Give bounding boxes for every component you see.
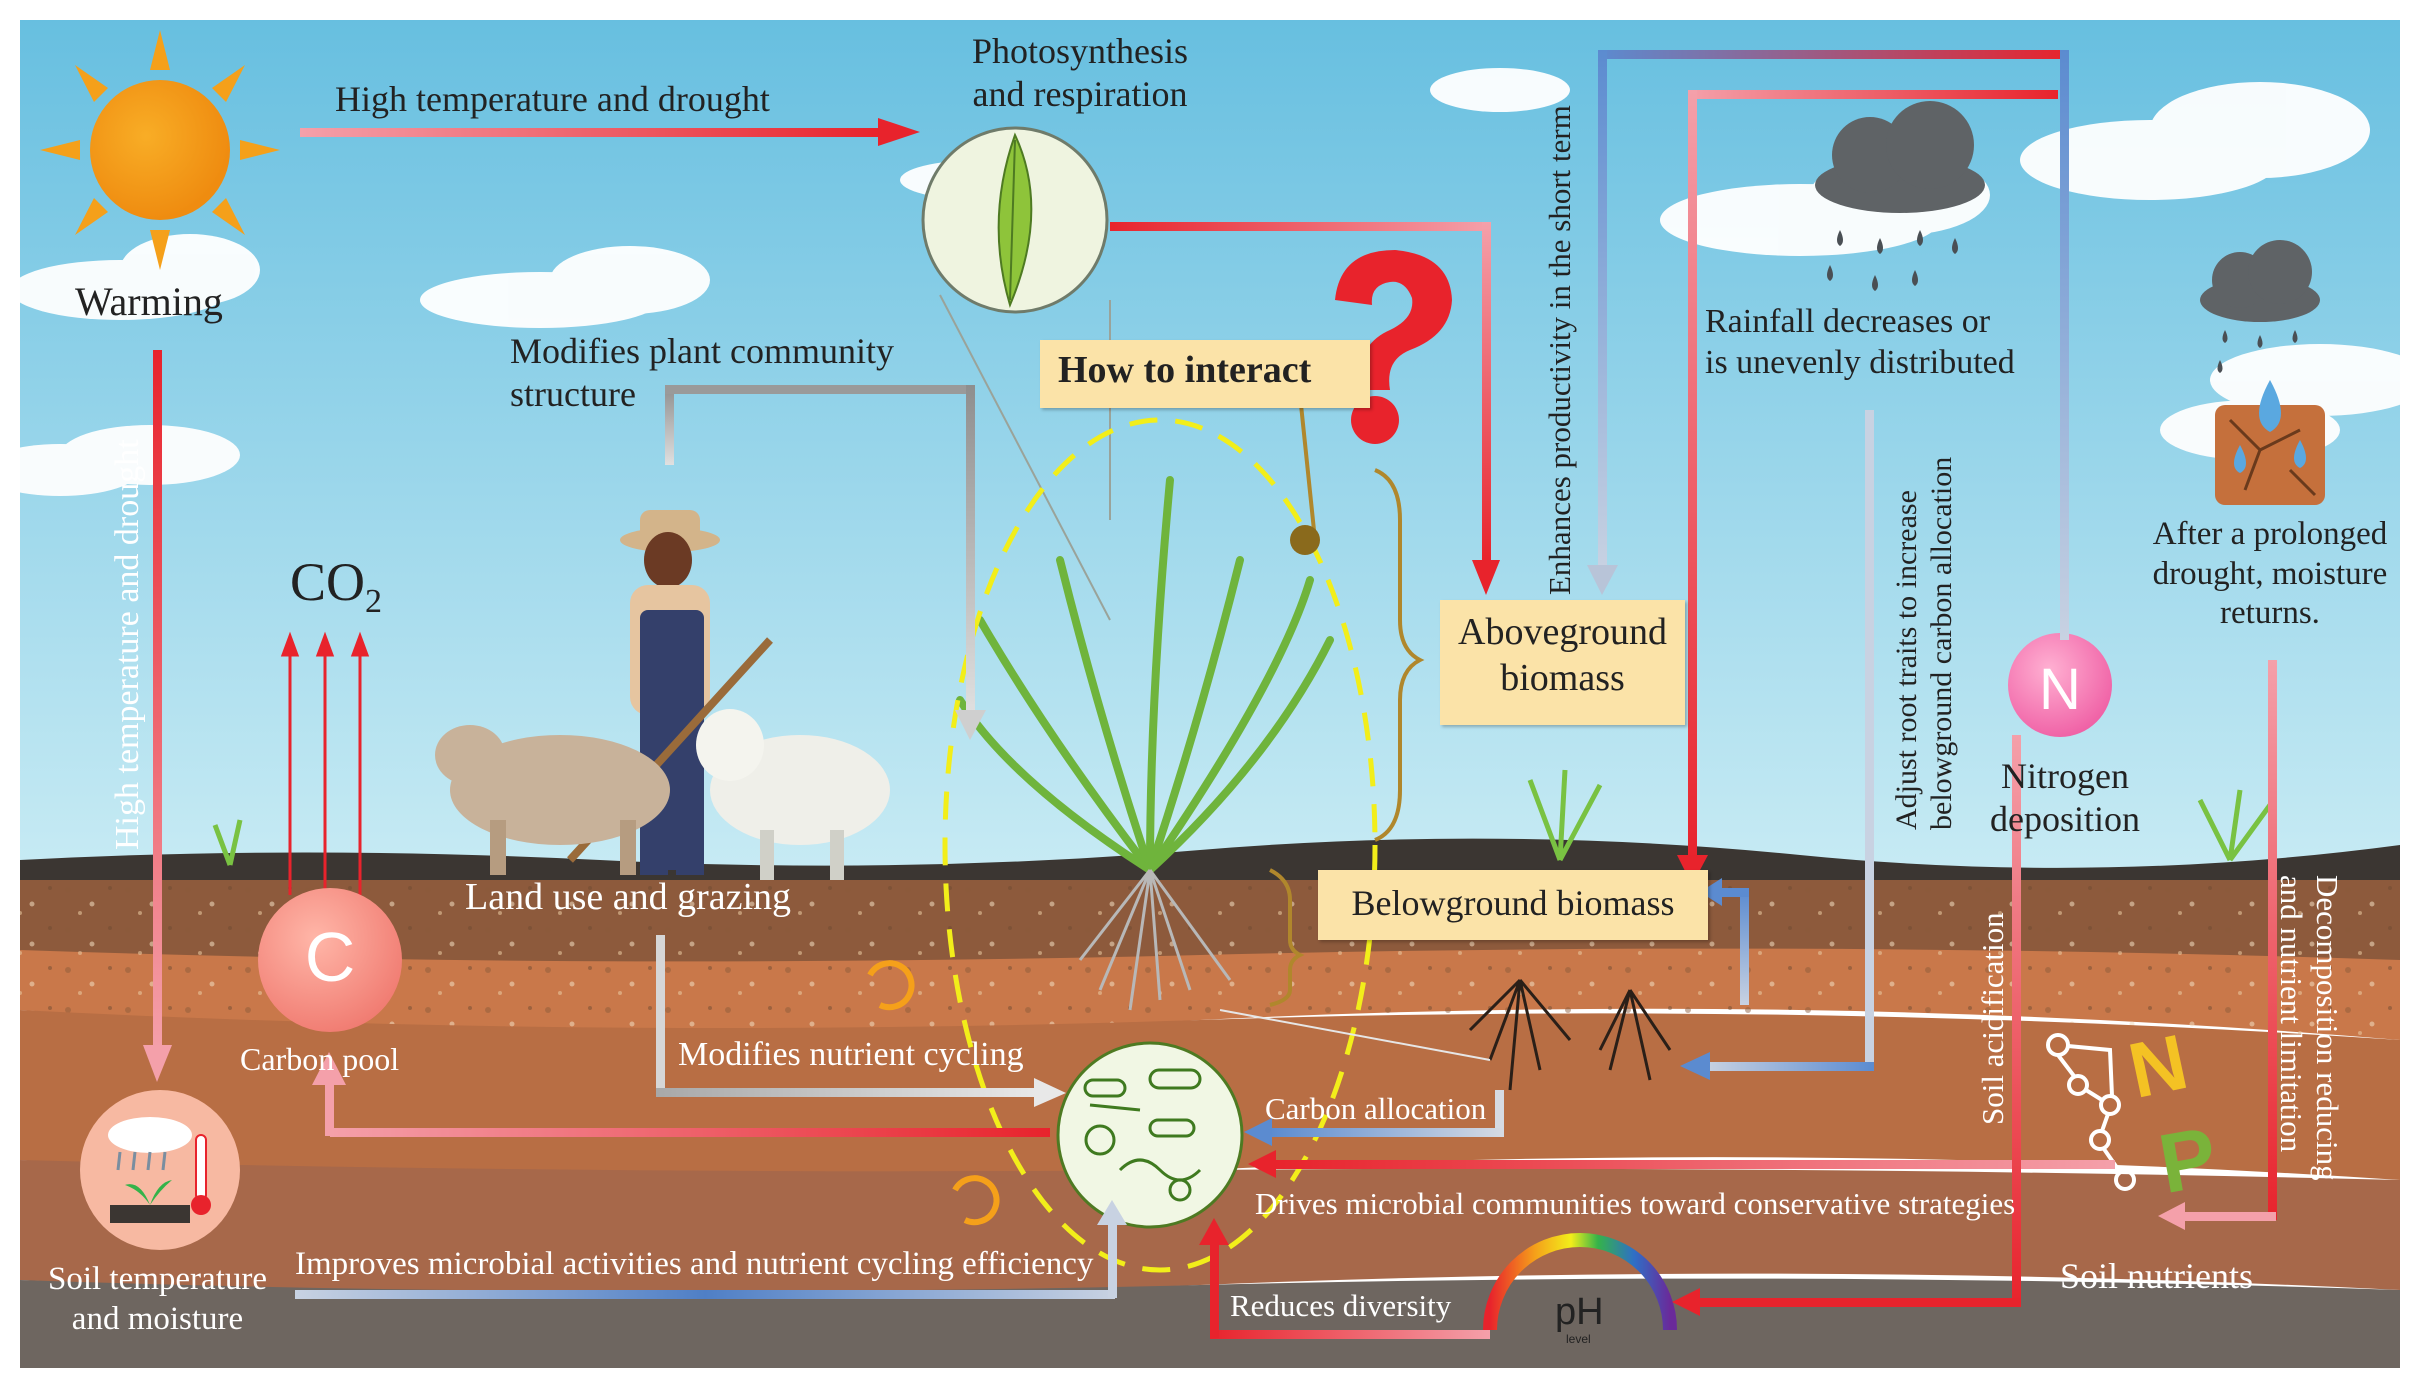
sheep-illustration	[696, 709, 890, 880]
nitrogen-symbol: N	[2039, 657, 2081, 722]
warming-label: Warming	[75, 279, 223, 324]
arrow-nutrients-to-microbes	[1248, 1150, 2115, 1178]
soil-nutrients-label: Soil nutrients	[2060, 1256, 2254, 1296]
reduces-diversity-label: Reduces diversity	[1230, 1288, 1452, 1323]
sun-icon	[40, 30, 280, 270]
carbon-pool-label: Carbon pool	[240, 1041, 400, 1077]
ph-label: pH	[1555, 1291, 1604, 1333]
cow-illustration	[435, 725, 670, 875]
arrow-moisture-to-nutrients	[2158, 660, 2277, 1230]
nitrogen-icon	[2008, 633, 2112, 737]
belowground-biomass-box: Belowground biomass	[1318, 870, 1708, 940]
rain-cloud-icon	[1815, 101, 1985, 291]
carbon-allocation-label: Carbon allocation	[1265, 1091, 1487, 1126]
arrow-rainfall-to-roots	[1680, 410, 1874, 1080]
arrow-ph-to-microbes	[1199, 1218, 1490, 1339]
plant-microbe-boundary	[942, 417, 1378, 1273]
arrow-warming-to-soil	[143, 350, 172, 1082]
leaf-magnifier-icon	[921, 126, 1109, 314]
soil-thermometer-icon	[80, 1090, 240, 1250]
arrow-land-use-to-plant	[665, 385, 986, 740]
biomass-braces	[1269, 394, 1425, 1007]
soil-acidification-label: Soil acidification	[1975, 912, 2010, 1125]
arrow-photosynthesis-to-aboveground	[1110, 222, 1500, 595]
arrow-nitrogen-to-aboveground	[1587, 50, 2069, 640]
modifies-nutrient-label: Modifies nutrient cycling	[678, 1036, 1024, 1073]
ph-gauge-icon	[1483, 1233, 1677, 1331]
after-drought-label: After a prolonged drought, moisture retu…	[2152, 516, 2388, 632]
how-to-interact-box: How to interact	[1040, 340, 1370, 408]
nutrient-np-icon	[2046, 1033, 2136, 1191]
arrow-warming-to-photosynthesis	[300, 118, 920, 146]
grass-plant-illustration	[956, 476, 1334, 874]
nitrogen-deposition-label: Nitrogen deposition	[1990, 756, 2140, 840]
adjust-root-label: Adjust root traits to increase belowgrou…	[1890, 456, 1958, 830]
drives-microbial-label: Drives microbial communities toward cons…	[1255, 1186, 2016, 1221]
arrow-roots-to-belowground	[1700, 878, 1749, 1005]
carbon-symbol: C	[304, 918, 356, 996]
arrow-soil-to-microbes	[295, 1200, 1127, 1299]
arrow-land-use-to-microbes	[656, 935, 1066, 1107]
ph-level-label: level	[1566, 1332, 1591, 1346]
arrow-nitrogen-to-ph	[1672, 735, 2021, 1316]
enhances-productivity-label: Enhances productivity in the short term	[1542, 105, 1577, 595]
rain-cloud-small-icon	[2200, 240, 2320, 373]
arrow-roots-to-microbes	[1244, 1090, 1504, 1146]
arrow-microbes-to-carbon-pool	[312, 1052, 1050, 1137]
sky-background	[20, 20, 2400, 880]
land-use-label: Land use and grazing	[465, 876, 792, 918]
photosynthesis-label: Photosynthesis and respiration	[971, 31, 1189, 115]
decomposition-label: Decomposition reducing and nutrient limi…	[2274, 875, 2345, 1181]
rainfall-label: Rainfall decreases or is unevenly distri…	[1705, 303, 2015, 381]
high-temp-drought-vertical-label: High temperature and drought	[109, 439, 146, 850]
high-temp-drought-label: High temperature and drought	[335, 79, 770, 119]
soil-temp-moisture-label: Soil temperature and moisture	[47, 1261, 267, 1337]
carbon-pool-icon	[258, 888, 402, 1032]
root-system-icon	[1468, 978, 1672, 1091]
microbe-community-icon	[1056, 1041, 1244, 1229]
cracked-soil-icon	[2215, 380, 2325, 505]
aboveground-biomass-box: Aboveground biomass	[1440, 600, 1685, 725]
cycle-icon	[867, 960, 1000, 1226]
plant-roots	[1078, 869, 1232, 1011]
modifies-plant-label: Modifies plant community structure	[510, 331, 894, 415]
improves-microbial-label: Improves microbial activities and nutrie…	[295, 1246, 1094, 1282]
co2-label: CO2	[290, 552, 383, 620]
co2-emission-arrows	[280, 631, 370, 895]
topsoil-dark-strip	[20, 838, 2400, 880]
